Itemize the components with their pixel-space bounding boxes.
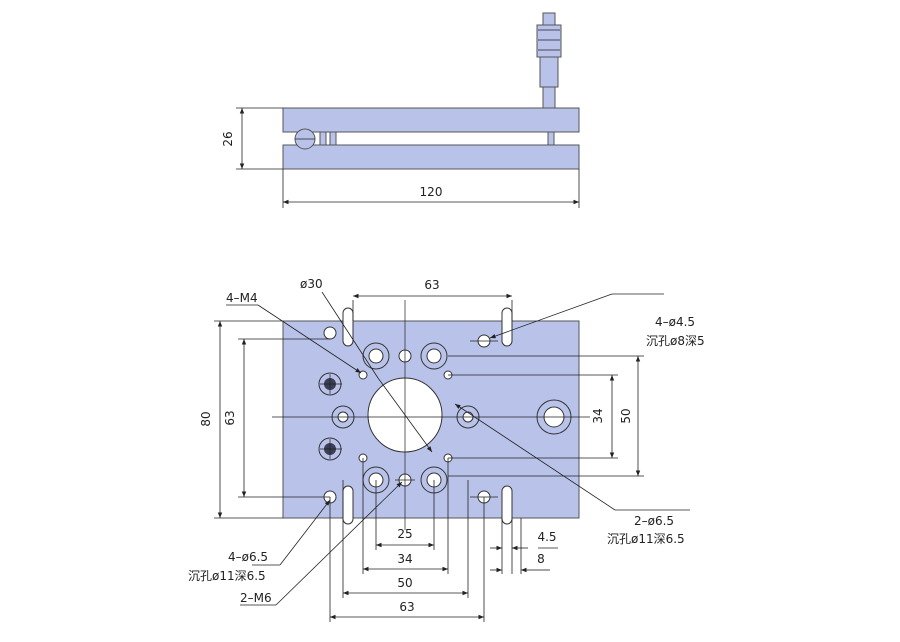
dim-bottom-50: 50 [397, 576, 412, 590]
lower-plate [282, 144, 580, 170]
slot-bottom-right [501, 485, 513, 525]
upper-plate [282, 107, 580, 133]
micrometer-head [536, 12, 562, 110]
dim-bore: ø30 [300, 277, 323, 291]
label-2phi65-a: 2–ø6.5 [634, 514, 674, 528]
hole-corner-tl [323, 326, 337, 340]
dim-top-63: 63 [424, 278, 439, 292]
label-4phi65-a: 4–ø6.5 [228, 550, 268, 564]
label-4m4: 4–M4 [226, 291, 258, 305]
label-4phi65-b: 沉孔ø11深6.5 [188, 569, 266, 583]
dim-right-50: 50 [619, 408, 633, 423]
label-2m6: 2–M6 [240, 591, 272, 605]
top-view: 63 ø30 4–M4 80 63 34 50 4–ø4.5 沉孔ø8深 [188, 277, 705, 622]
dim-slot-45: 4.5 [537, 530, 556, 544]
side-view: 26 120 [221, 12, 580, 208]
dim-left-63: 63 [223, 410, 237, 425]
dim-left-80: 80 [199, 411, 213, 426]
slot-top-right [501, 307, 513, 347]
dim-bottom-34: 34 [397, 552, 412, 566]
slot-bottom-left [342, 485, 354, 525]
pin-right [547, 131, 555, 146]
pin-left [319, 131, 327, 146]
dim-bottom-25: 25 [397, 527, 412, 541]
label-4phi45-a: 4–ø4.5 [655, 315, 695, 329]
label-2phi65-b: 沉孔ø11深6.5 [607, 532, 685, 546]
side-height-label: 26 [221, 131, 235, 146]
side-width-label: 120 [420, 185, 443, 199]
label-4phi45-b: 沉孔ø8深5 [646, 334, 705, 348]
pin-left-2 [329, 131, 337, 146]
dim-slot-8: 8 [537, 552, 545, 566]
dim-bottom-63: 63 [399, 600, 414, 614]
dim-right-34: 34 [591, 408, 605, 423]
